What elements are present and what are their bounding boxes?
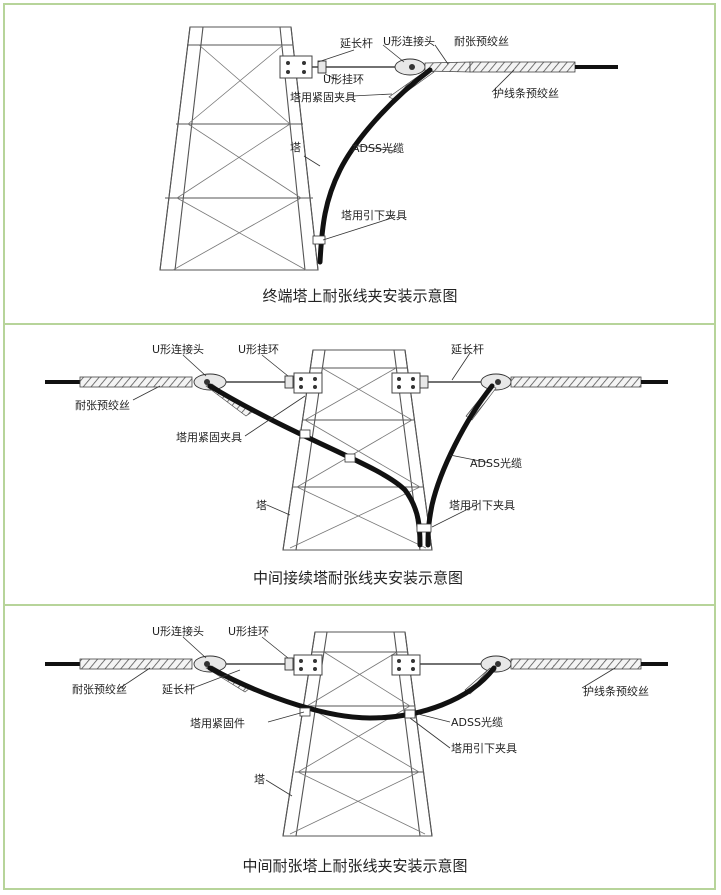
tension-preform-left [79,376,193,388]
u-ring-right [419,375,429,389]
label-downlead-clamp: 塔用引下夹具 [449,498,515,512]
tower-structure [282,631,433,837]
label-u-connector: U形连接头 [383,35,435,48]
panel-divider-2 [3,604,716,606]
label-extension-rod: 延长杆 [340,36,373,50]
u-ring-left [284,375,294,389]
tower-fastener [299,707,311,717]
caption-panel-2: 中间接续塔耐张线夹安装示意图 [253,569,463,587]
label-adss-cable: ADSS光缆 [470,456,522,470]
label-u-connector: U形连接头 [152,625,204,638]
panel-divider-1 [3,323,716,325]
label-tower: 塔 [256,499,267,512]
panel-splice-tower: U形连接头 U形挂环 延长杆 耐张预绞丝 塔用紧固夹具 ADSS光缆 塔 塔用引… [45,342,668,587]
fastening-clamp [344,453,356,463]
mount-plate-left [293,654,323,676]
label-u-ring: U形挂环 [238,342,279,356]
tension-preform-right [510,376,642,388]
adss-cable [207,665,497,721]
label-extension-rod: 延长杆 [162,682,195,696]
label-extension-rod: 延长杆 [451,342,484,356]
guard-preform [469,61,576,73]
label-tension-preform: 耐张预绞丝 [454,34,509,48]
adss-cable-right [425,383,495,548]
panel-terminal-tower: 延长杆 U形连接头 耐张预绞丝 U形挂环 护线条预绞丝 塔用紧固夹具 塔 ADS… [159,26,618,305]
adss-cable-left [207,383,423,548]
tower-structure [159,26,319,271]
label-u-ring: U形挂环 [323,72,364,86]
mount-plate-right [391,372,421,394]
label-tower-fastener: 塔用紧固件 [190,717,245,730]
label-guard-preform: 护线条预绞丝 [493,86,559,100]
label-tower: 塔 [290,141,301,154]
downlead-clamp [312,235,326,245]
adss-cable [317,67,433,265]
u-ring [317,60,327,74]
guard-preform [510,658,642,670]
downlead-clamp [416,523,432,533]
label-tower-clamp: 塔用紧固夹具 [290,91,356,104]
downlead-clamp [404,709,416,719]
tension-preform-left [79,658,193,670]
label-guard-preform: 护线条预绞丝 [583,684,649,698]
u-ring-left [284,657,294,671]
label-tower: 塔 [254,773,265,786]
label-tower-clamp: 塔用紧固夹具 [176,431,242,444]
label-downlead-clamp: 塔用引下夹具 [341,208,407,222]
label-adss-cable: ADSS光缆 [352,141,404,155]
label-u-ring: U形挂环 [228,624,269,638]
label-tension-preform: 耐张预绞丝 [72,682,127,696]
panel-tension-tower: U形连接头 U形挂环 耐张预绞丝 延长杆 护线条预绞丝 塔用紧固件 ADSS光缆… [45,624,668,875]
caption-panel-3: 中间耐张塔上耐张线夹安装示意图 [242,857,467,875]
caption-panel-1: 终端塔上耐张线夹安装示意图 [262,287,457,305]
label-downlead-clamp: 塔用引下夹具 [451,741,517,755]
label-u-connector: U形连接头 [152,343,204,356]
mount-plate-right [391,654,421,676]
mount-plate-left [293,372,323,394]
tower-mount-plate [279,55,313,79]
figure-frame [3,3,716,890]
fastening-clamp [299,429,311,439]
label-tension-preform: 耐张预绞丝 [75,398,130,412]
label-adss-cable: ADSS光缆 [451,715,503,729]
